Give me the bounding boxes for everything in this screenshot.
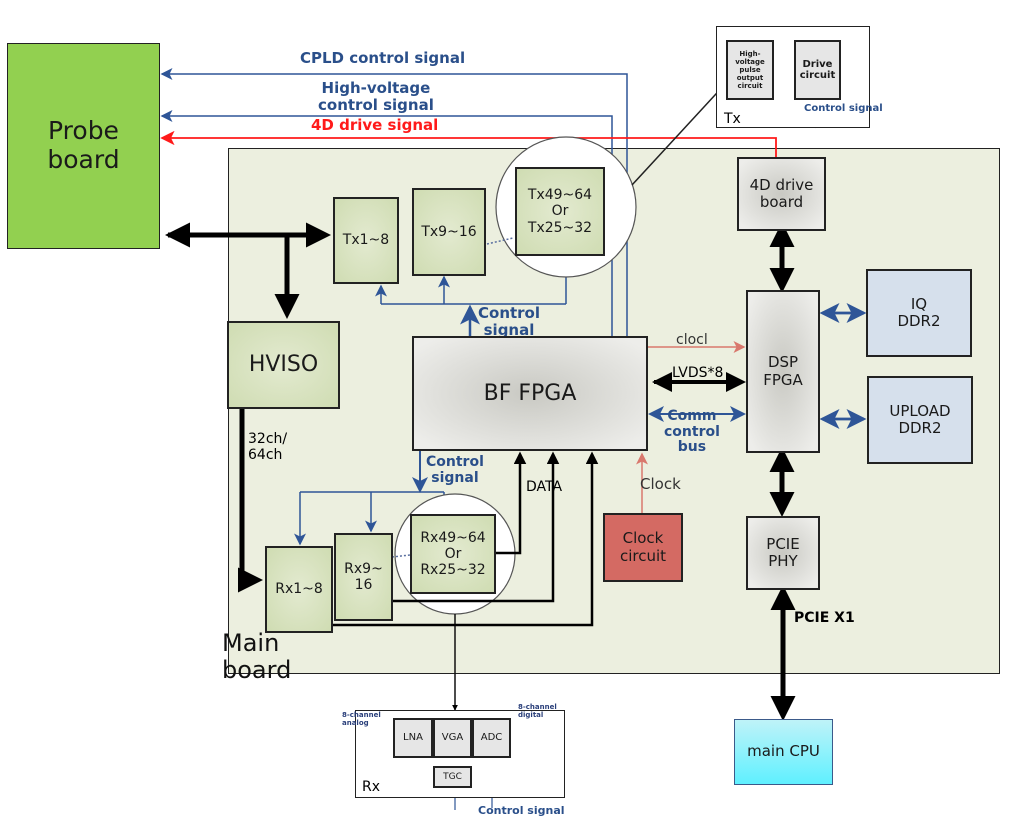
channels-label: 32ch/ 64ch <box>248 431 288 463</box>
rx9-label: Rx9~ 16 <box>344 560 383 593</box>
hviso-block: HVISO <box>227 321 340 409</box>
cpld-signal-line <box>160 68 628 336</box>
rx1-block: Rx1~8 <box>265 546 333 633</box>
tx1-block: Tx1~8 <box>333 197 399 284</box>
probe-board: Probe board <box>7 43 160 249</box>
iq-ddr2-block: IQ DDR2 <box>866 269 972 357</box>
rx49-block: Rx49~64 Or Rx25~32 <box>410 514 496 594</box>
drive-board-block: 4D drive board <box>737 157 826 231</box>
probe-board-label: Probe board <box>47 116 120 174</box>
dsp-fpga-label: DSP FPGA <box>763 353 803 389</box>
pcie-phy-label: PCIE PHY <box>766 534 800 570</box>
vga-label: VGA <box>441 732 464 744</box>
main-board-label: Main board <box>222 629 292 684</box>
tx49-label: Tx49~64 Or Tx25~32 <box>527 187 593 236</box>
tgc-label: TGC <box>443 771 462 782</box>
rx9-block: Rx9~ 16 <box>334 533 393 621</box>
dsp-fpga-block: DSP FPGA <box>746 290 820 453</box>
upload-ddr2-block: UPLOAD DDR2 <box>867 376 973 464</box>
bf-fpga-block: BF FPGA <box>412 336 648 451</box>
hviso-label: HVISO <box>248 352 319 378</box>
tx9-label: Tx9~16 <box>421 223 477 240</box>
data-line-2 <box>392 451 560 603</box>
rx-detail-title: Rx <box>362 779 381 795</box>
drive-circuit-block: Drive circuit <box>794 40 841 100</box>
main-cpu-label: main CPU <box>747 742 820 761</box>
hv-pulse-label: High- voltage pulse output circuit <box>735 49 765 91</box>
comm-bus-label: Comm control bus <box>664 408 720 456</box>
rx49-label: Rx49~64 Or Rx25~32 <box>420 529 486 579</box>
tx9-block: Tx9~16 <box>412 188 486 276</box>
pcie-x1-label: PCIE X1 <box>794 610 855 626</box>
iq-ddr2-label: IQ DDR2 <box>897 294 941 330</box>
drive4d-signal-line <box>160 130 777 157</box>
bf-fpga-label: BF FPGA <box>483 380 577 406</box>
hviso-rx-bus <box>238 408 263 593</box>
hv-signal-label: High-voltage control signal <box>318 79 434 114</box>
rx1-label: Rx1~8 <box>275 581 323 598</box>
analog-in-label: 8-channel analog <box>342 711 381 727</box>
tgc-block: TGC <box>433 766 472 788</box>
lna-label: LNA <box>403 732 423 744</box>
drive-board-label: 4D drive board <box>749 175 814 211</box>
lna-block: LNA <box>393 718 433 758</box>
tx1-label: Tx1~8 <box>342 232 390 249</box>
pcie-phy-block: PCIE PHY <box>746 516 820 590</box>
tx-detail-title: Tx <box>724 111 741 127</box>
clock-label: Clock <box>640 475 681 493</box>
digital-out-label: 8-channel digital <box>518 703 557 719</box>
data-label: DATA <box>526 479 563 495</box>
data-line-3 <box>332 451 599 627</box>
cpld-signal-label: CPLD control signal <box>300 49 466 67</box>
upload-ddr2-label: UPLOAD DDR2 <box>889 401 951 437</box>
clocl-label: clocl <box>676 332 708 348</box>
rx-control-label: Control signal <box>426 454 484 486</box>
vga-block: VGA <box>433 718 472 758</box>
tx-detail-control-label: Control signal <box>804 103 883 114</box>
drive-circuit-label: Drive circuit <box>799 58 836 82</box>
data-line-1 <box>496 451 527 555</box>
clock-circuit-block: Clock circuit <box>603 513 683 582</box>
tx49-block: Tx49~64 Or Tx25~32 <box>515 167 605 256</box>
adc-label: ADC <box>480 732 503 744</box>
drive4d-signal-label: 4D drive signal <box>311 116 439 134</box>
adc-block: ADC <box>472 718 511 758</box>
main-cpu-block: main CPU <box>734 719 833 785</box>
tx-control-label: Control signal <box>478 304 541 339</box>
lvds-label: LVDS*8 <box>672 365 724 381</box>
hv-signal-line <box>160 110 613 336</box>
clock-circuit-label: Clock circuit <box>619 529 667 565</box>
rx-detail-control-label: Control signal <box>478 804 565 817</box>
hv-pulse-block: High- voltage pulse output circuit <box>726 40 774 100</box>
